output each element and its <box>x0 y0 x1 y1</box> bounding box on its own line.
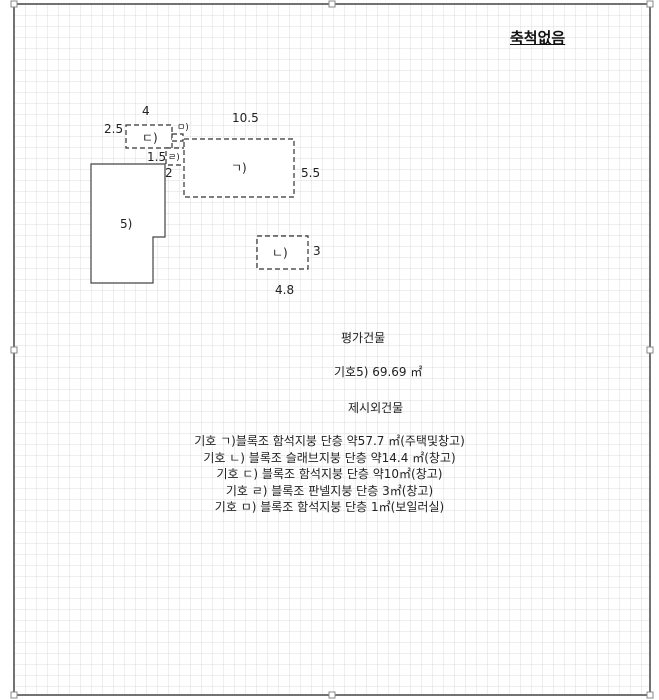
handle-tm[interactable] <box>328 0 336 8</box>
label-n: ㄴ) <box>272 246 288 260</box>
excluded-item: 기호 ㄷ) 블록조 함석지붕 단층 약10㎡(창고) <box>216 467 443 481</box>
dim-d-height: 2.5 <box>104 122 124 136</box>
handle-mr[interactable] <box>646 346 654 354</box>
label-5: 5) <box>120 217 133 231</box>
evaluated-heading: 평가건물 <box>341 331 386 345</box>
handle-br[interactable] <box>646 691 654 699</box>
resize-handles[interactable] <box>10 0 654 699</box>
grid-background <box>14 4 650 695</box>
label-r: ㄹ) <box>168 153 180 163</box>
label-d: ㄷ) <box>142 131 158 145</box>
handle-tr[interactable] <box>646 0 654 8</box>
scale-note: 축척없음 <box>510 29 566 47</box>
excluded-item: 기호 ㄱ)블록조 함석지붕 단층 약57.7 ㎡(주택및창고) <box>194 434 465 448</box>
excluded-item: 기호 ㄹ) 블록조 판넬지붕 단층 3㎡(창고) <box>225 484 434 498</box>
building-5 <box>90 163 166 284</box>
building-g <box>183 138 295 198</box>
excluded-item: 기호 ㄴ) 블록조 슬래브지붕 단층 약14.4 ㎡(창고) <box>203 451 456 465</box>
dim-n-height: 3 <box>313 244 321 258</box>
excluded-item: 기호 ㅁ) 블록조 함석지붕 단층 1㎡(보일러실) <box>214 500 445 514</box>
label-g: ㄱ) <box>231 161 247 175</box>
dim-n-width: 4.8 <box>275 283 295 297</box>
dim-d-width: 4 <box>142 104 150 118</box>
label-m: ㅁ) <box>177 123 189 133</box>
handle-bm[interactable] <box>328 691 336 699</box>
dim-g-height: 5.5 <box>301 166 321 180</box>
dim-r-height: 1.5 <box>147 150 167 164</box>
handle-bl[interactable] <box>10 691 18 699</box>
excluded-heading: 제시외건물 <box>348 401 404 415</box>
handle-tl[interactable] <box>10 0 18 8</box>
handle-ml[interactable] <box>10 346 18 354</box>
building-n <box>256 235 309 270</box>
evaluated-item: 기호5) 69.69 ㎡ <box>334 365 423 379</box>
building-m <box>171 133 184 142</box>
dim-r-width: 2 <box>165 166 173 180</box>
dim-g-width: 10.5 <box>232 111 259 125</box>
